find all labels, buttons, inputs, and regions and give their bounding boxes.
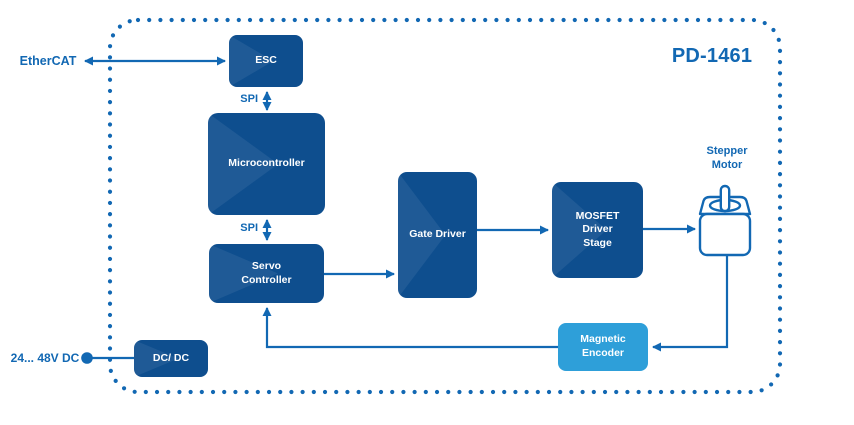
stepper-motor-icon — [698, 184, 752, 257]
block-microcontroller: Microcontroller — [208, 113, 325, 215]
ethercat-label: EtherCAT — [19, 54, 77, 68]
block-dc-dc: DC/ DC — [134, 340, 208, 377]
block-gate-driver: Gate Driver — [398, 172, 477, 298]
block-servo-controller: Servo Controller — [209, 244, 324, 303]
spi-label-bottom: SPI — [240, 222, 258, 234]
block-magnetic-encoder: Magnetic Encoder — [558, 323, 648, 371]
encoder-servo-feedback-link — [262, 307, 558, 349]
block-esc: ESC — [229, 35, 303, 87]
power-input-label: 24... 48V DC — [10, 351, 80, 365]
module-dotted-border — [107, 17, 783, 395]
block-mosfet-driver-stage: MOSFET Driver Stage — [552, 182, 643, 278]
spi-label-top: SPI — [240, 93, 258, 105]
motor-encoder-link — [652, 255, 729, 352]
stepper-motor-label: Stepper Motor — [706, 145, 748, 171]
module-title: PD-1461 — [671, 45, 753, 67]
power-terminal-dot-icon — [81, 352, 93, 364]
